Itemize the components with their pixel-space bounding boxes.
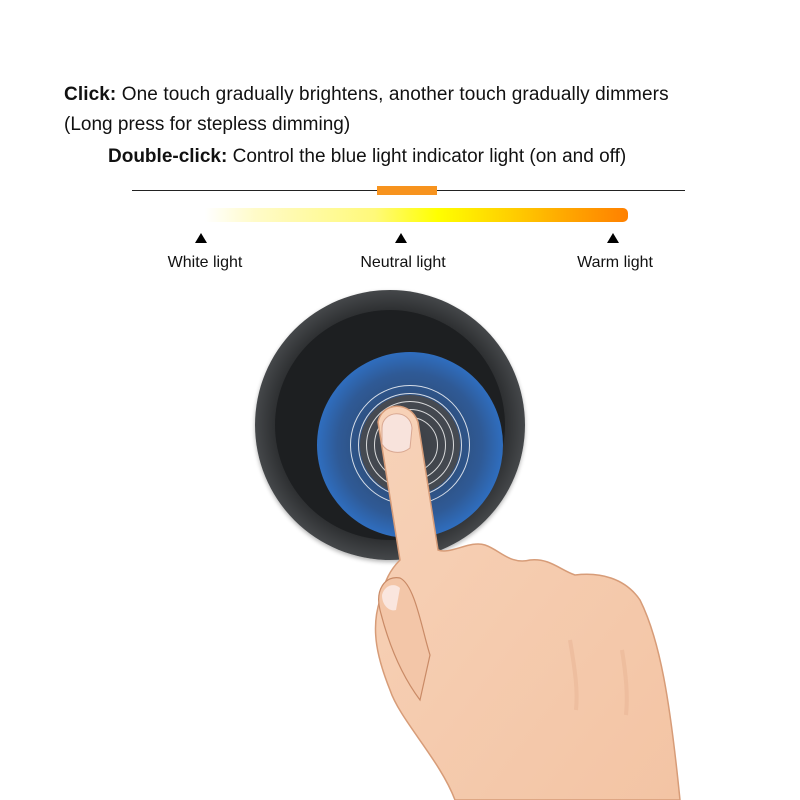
triangle-marker-icon — [395, 233, 407, 243]
double-click-label: Double-click: — [108, 146, 228, 167]
triangle-marker-icon — [607, 233, 619, 243]
warm-light-label: Warm light — [577, 254, 653, 271]
color-temperature-gradient-bar — [205, 208, 628, 222]
double-click-text: Control the blue light indicator light (… — [227, 146, 627, 167]
neutral-light-label: Neutral light — [360, 254, 446, 271]
click-instruction: Click: One touch gradually brightens, an… — [64, 84, 669, 106]
white-light-label: White light — [167, 254, 243, 271]
click-label: Click: — [64, 84, 117, 105]
click-text: One touch gradually brightens, another t… — [116, 84, 669, 105]
slider-thumb[interactable] — [377, 186, 437, 195]
triangle-marker-icon — [195, 233, 207, 243]
long-press-instruction: (Long press for stepless dimming) — [64, 114, 351, 135]
pointing-hand-icon — [374, 405, 681, 800]
double-click-instruction: Double-click: Control the blue light ind… — [108, 146, 626, 168]
